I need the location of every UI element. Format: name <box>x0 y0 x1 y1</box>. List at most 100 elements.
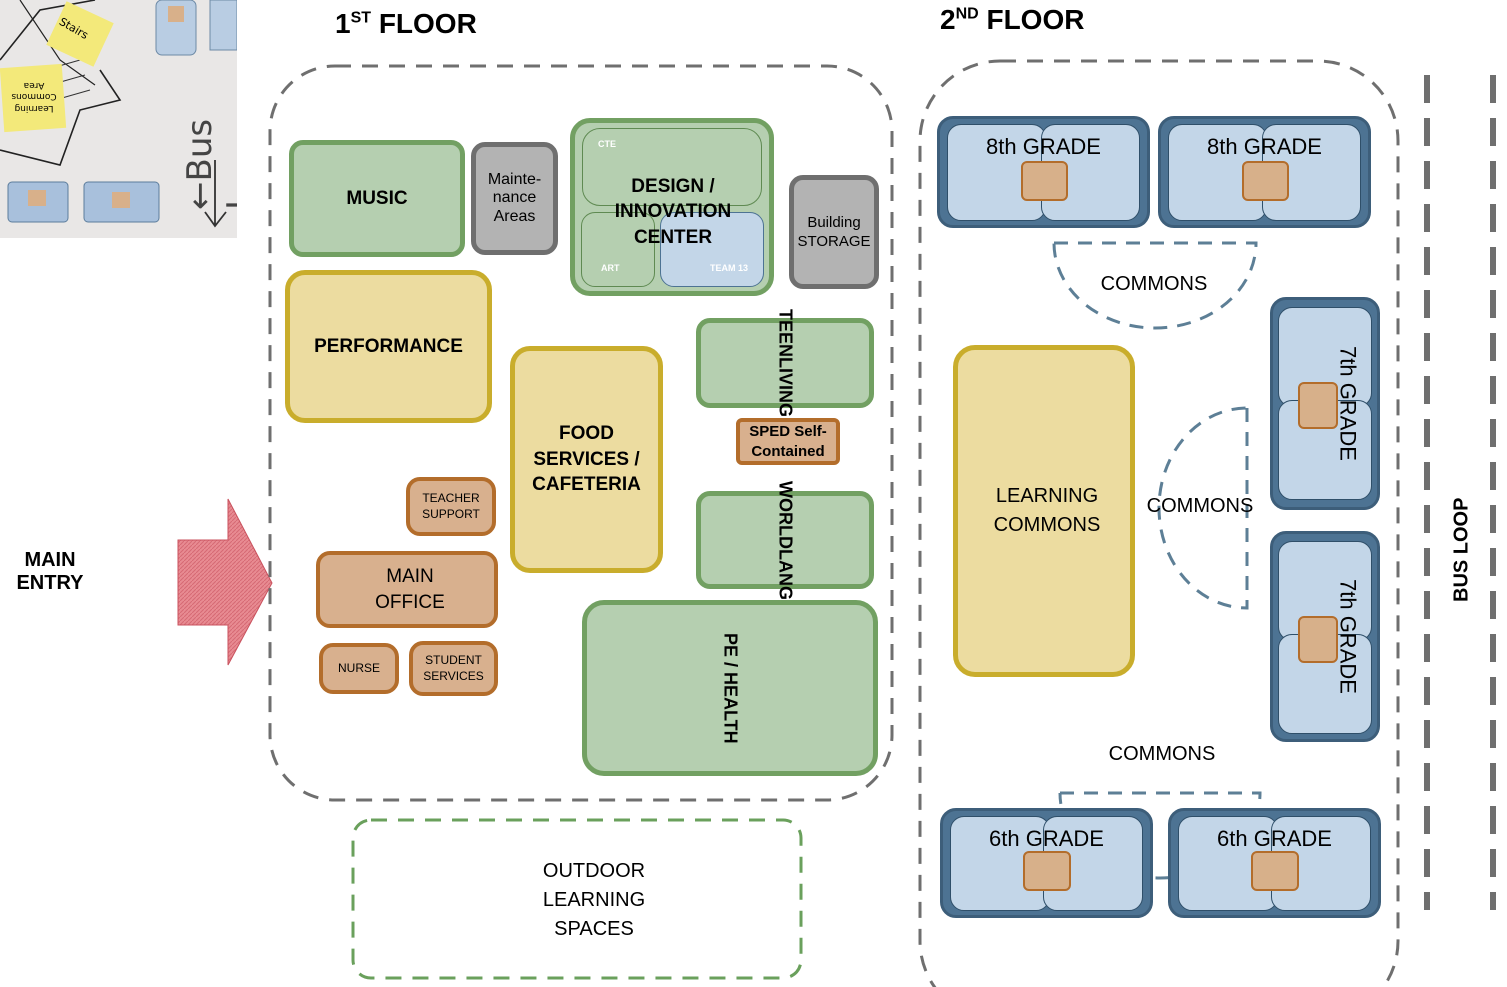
food-line1: FOOD <box>559 423 614 445</box>
learning-commons-label: LEARNING COMMONS <box>953 345 1141 677</box>
outdoor-line2: LEARNING <box>542 888 646 911</box>
photo-snippet: Stairs Learning Commons Area ←Bus L <box>0 0 237 238</box>
teen-living-room <box>696 318 874 408</box>
main-office-line1: MAIN <box>386 565 434 587</box>
grade6-pod-right <box>1168 808 1381 918</box>
grade6-left-core <box>1023 851 1071 891</box>
design-cte-label: CTE <box>598 139 616 149</box>
main-office-label: MAIN OFFICE <box>316 551 504 628</box>
main-entry-line2: ENTRY <box>16 572 84 594</box>
teacher-support-room <box>406 477 496 536</box>
design-cte-subroom <box>582 128 762 206</box>
commons-top-label: COMMONS <box>1100 272 1208 295</box>
learning-commons-line1: LEARNING <box>995 485 1099 507</box>
grade6-left-label: 6th GRADE <box>989 826 1104 852</box>
design-art-subroom <box>581 212 655 287</box>
sped-line2: Contained <box>751 442 825 460</box>
bus-loop-label: BUS LOOP <box>1450 497 1473 603</box>
learning-commons-room <box>953 345 1135 677</box>
storage-line2: STORAGE <box>797 233 871 250</box>
teacher-support-line1: TEACHER <box>422 490 480 505</box>
sped-line1: SPED Self- <box>749 423 827 440</box>
floor2-boundary <box>918 59 1400 987</box>
food-services-label: FOOD SERVICES / CAFETERIA <box>510 346 663 573</box>
outdoor-line1: OUTDOOR <box>542 859 646 882</box>
teen-living-line1: TEEN <box>775 308 796 357</box>
grade6-pod-left <box>940 808 1153 918</box>
maintenance-line3: Areas <box>493 207 536 225</box>
teacher-support-label: TEACHER SUPPORT <box>406 477 496 536</box>
grade7-bottom-label: 7th GRADE <box>1335 579 1361 694</box>
performance-room <box>285 270 492 423</box>
storage-label: Building STORAGE <box>789 175 879 289</box>
maintenance-label: Mainte- nance Areas <box>471 142 558 255</box>
design-team13-subroom <box>660 212 764 287</box>
main-office-line2: OFFICE <box>375 591 445 613</box>
floor2-title-sup: ND <box>955 5 979 23</box>
maintenance-line1: Mainte- <box>487 170 542 188</box>
maintenance-room <box>471 142 558 255</box>
grade7-pod-bottom <box>1270 531 1380 742</box>
music-room <box>289 140 465 257</box>
floor2-title-word: FLOOR <box>986 4 1085 35</box>
food-services-room <box>510 346 663 573</box>
grade6-right-label: 6th GRADE <box>1217 826 1332 852</box>
grade8-pod-left <box>937 116 1150 228</box>
music-label: MUSIC <box>346 187 408 209</box>
world-lang-label: WORLD LANG <box>696 481 874 600</box>
grade8-left-label: 8th GRADE <box>986 134 1101 160</box>
design-line1: DESIGN / <box>631 176 715 198</box>
photo-sketch-graphic <box>0 0 237 238</box>
photo-note-learning: Learning Commons Area <box>11 79 57 114</box>
commons-bottom-label: COMMONS <box>1108 742 1216 765</box>
pe-health-label: PE / HEALTH <box>720 632 741 744</box>
world-lang-room <box>696 491 874 589</box>
grade8-left-inner-b <box>1041 124 1140 221</box>
outdoor-label: OUTDOOR LEARNING SPACES <box>353 855 835 945</box>
main-entry-arrow <box>177 498 273 666</box>
world-lang-line1: WORLD <box>775 480 796 549</box>
student-services-line1: STUDENT <box>425 652 482 667</box>
outdoor-boundary <box>351 818 803 980</box>
performance-label: PERFORMANCE <box>314 335 463 357</box>
design-center-label: DESIGN / INNOVATION CENTER <box>590 170 756 254</box>
main-entry-label: MAIN ENTRY <box>0 540 100 604</box>
design-team13-label: TEAM 13 <box>710 263 749 273</box>
storage-room <box>789 175 879 289</box>
student-services-line2: SERVICES <box>423 668 484 683</box>
nurse-room <box>319 643 399 694</box>
floor1-title-sup: ST <box>350 9 372 27</box>
photo-bus-text: ←Bus L <box>180 118 237 210</box>
student-services-label: STUDENT SERVICES <box>409 641 498 696</box>
grade7-bottom-core <box>1298 616 1338 663</box>
grade8-right-label: 8th GRADE <box>1207 134 1322 160</box>
floor1-title: 1ST FLOOR <box>335 8 477 40</box>
floor2-title: 2ND FLOOR <box>940 4 1084 36</box>
nurse-label: NURSE <box>337 660 380 675</box>
world-lang-line2: LANG <box>775 548 796 600</box>
bus-loop-lines <box>1424 75 1496 910</box>
grade6-right-core <box>1251 851 1299 891</box>
main-entry-line1: MAIN <box>24 549 76 571</box>
design-line2: INNOVATION <box>614 201 732 223</box>
floor1-title-num: 1 <box>335 8 351 39</box>
design-art-label: ART <box>601 263 620 273</box>
floor2-title-num: 2 <box>940 4 956 35</box>
food-line3: CAFETERIA <box>532 474 641 496</box>
grade8-pod-right <box>1158 116 1371 228</box>
grade7-top-core <box>1298 382 1338 429</box>
floor1-boundary <box>268 64 894 802</box>
student-services-room <box>409 641 498 696</box>
food-line2: SERVICES / <box>533 448 640 470</box>
floor1-title-word: FLOOR <box>378 8 477 39</box>
pe-health-room <box>582 600 878 776</box>
learning-commons-line2: COMMONS <box>993 514 1101 536</box>
grade7-top-label: 7th GRADE <box>1335 346 1361 461</box>
maintenance-line2: nance <box>492 189 537 207</box>
design-line3: CENTER <box>633 226 713 248</box>
sped-room <box>736 418 840 465</box>
teen-living-label: TEEN LIVING <box>696 309 874 417</box>
outdoor-line3: SPACES <box>554 917 634 940</box>
sped-label: SPED Self- Contained <box>736 418 840 465</box>
teen-living-line2: LIVING <box>775 357 796 418</box>
